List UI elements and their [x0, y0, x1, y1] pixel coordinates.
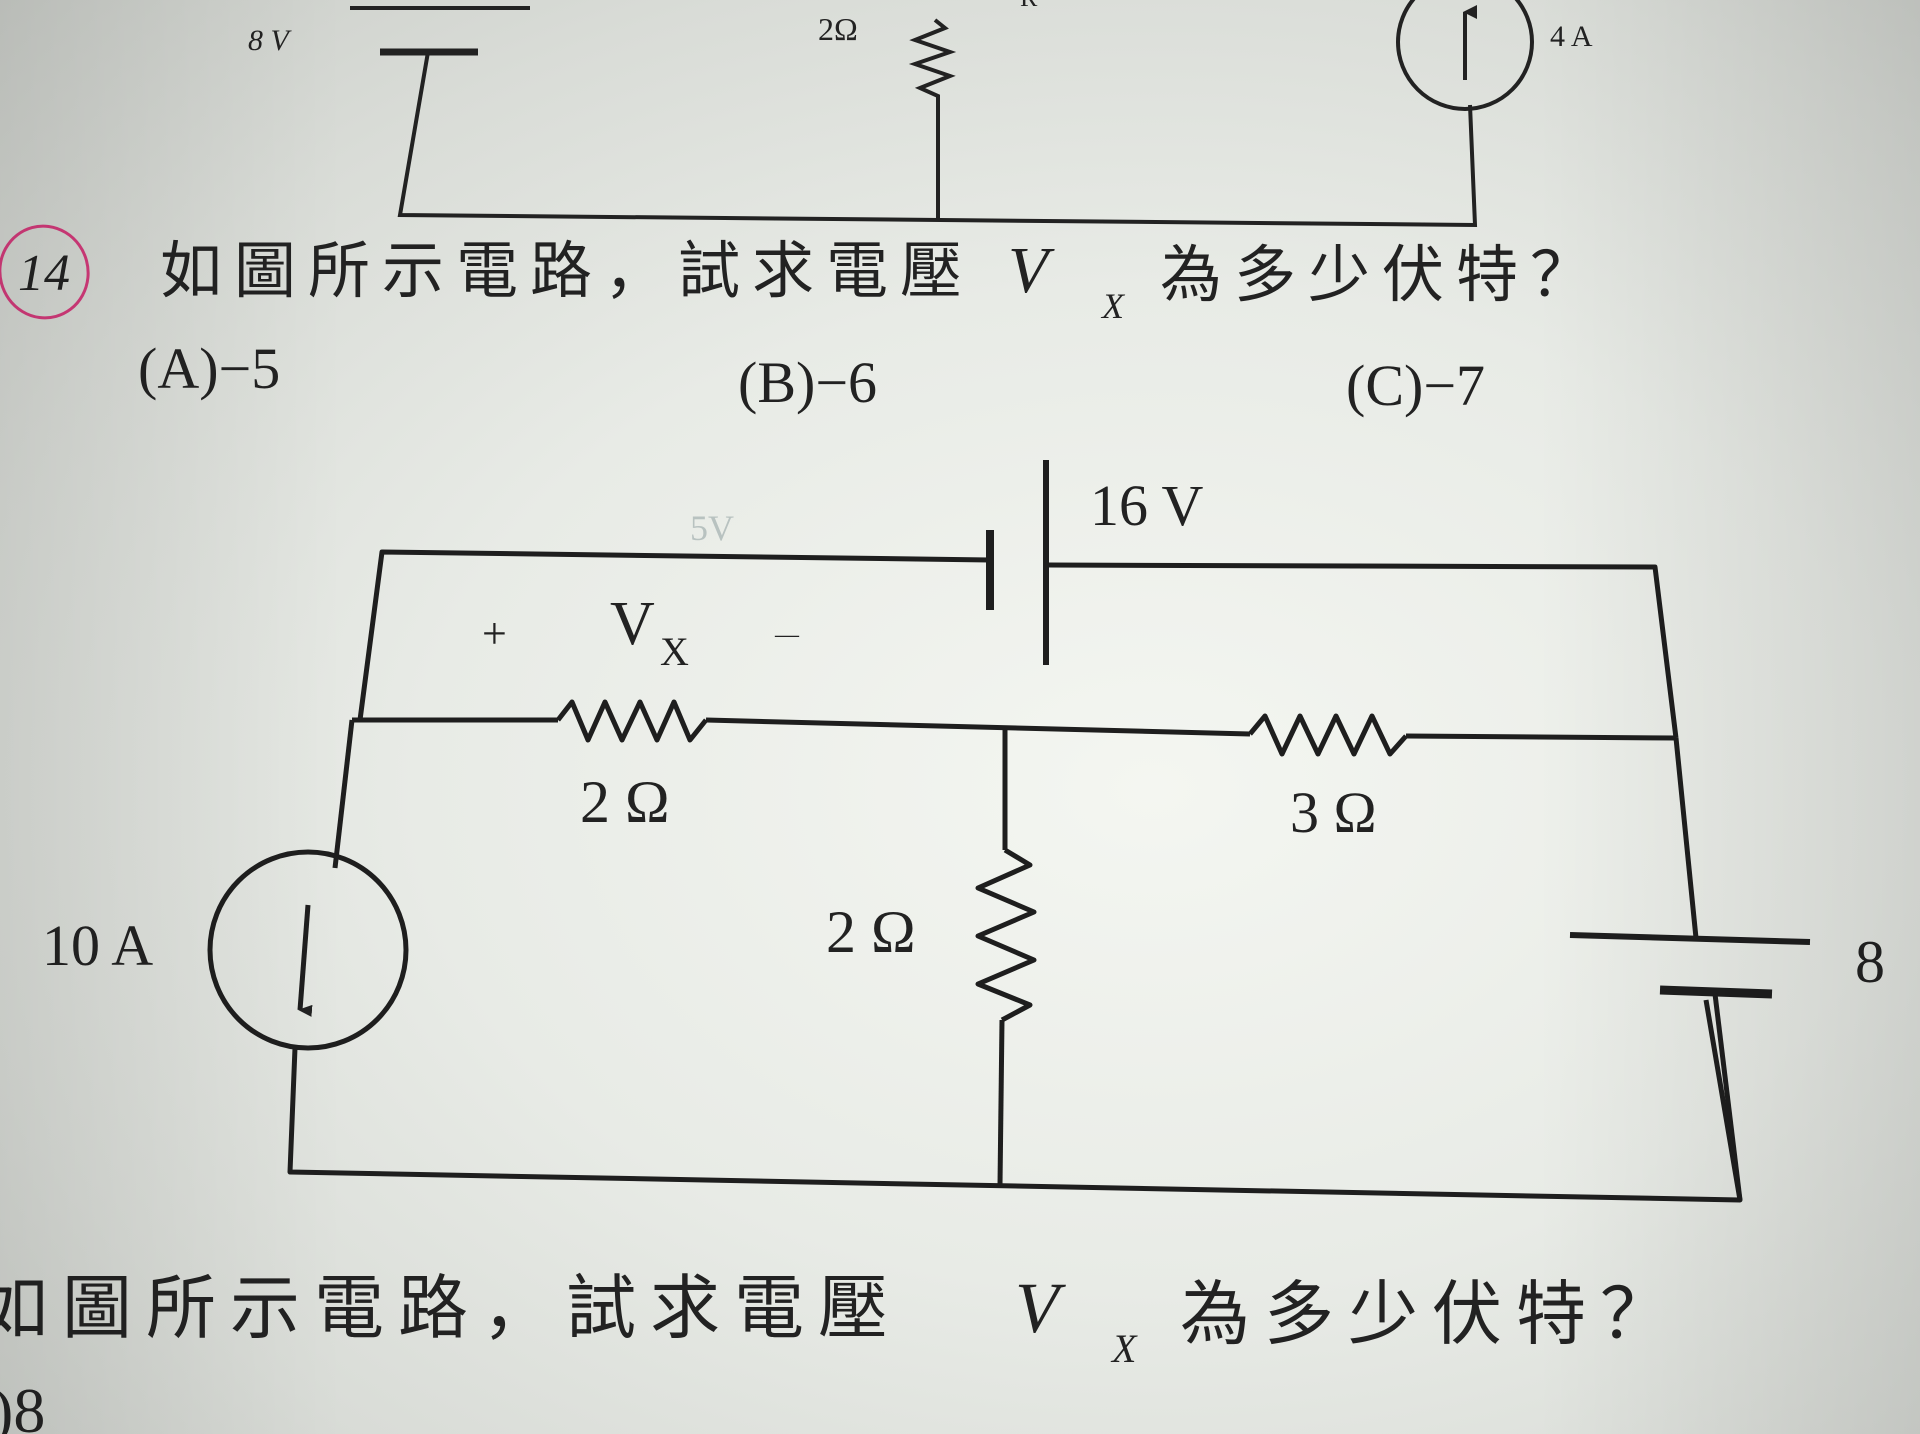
resistor-2ohm-left-label: 2 Ω — [580, 769, 670, 835]
left-upper-wire — [332, 719, 355, 869]
top-resistor-label: 2Ω — [818, 11, 858, 47]
right-lower-wire — [1712, 993, 1743, 1201]
vx-label-main: V — [610, 590, 655, 658]
resistor-2ohm-center-label: 2 Ω — [826, 899, 916, 965]
next-question-option-partial: )8 — [0, 1375, 45, 1434]
ghost-pencil-label: 5V — [690, 508, 734, 548]
middle-wire-center — [705, 717, 1251, 737]
next-question-var-sub: X — [1110, 1326, 1138, 1371]
vx-plus-sign: + — [482, 609, 507, 658]
current-source-arrow — [297, 904, 313, 1017]
center-lower-wire — [997, 1019, 1005, 1186]
option-b: (B)−6 — [738, 350, 877, 415]
question-var-sub: X — [1100, 286, 1126, 326]
vx-minus-sign: — — [774, 622, 800, 648]
top-current-source — [1396, 0, 1534, 111]
top-right-wire — [1047, 562, 1679, 739]
question-text-end: 為多少伏特？ — [1160, 238, 1604, 311]
option-a: (A)−5 — [138, 336, 280, 401]
battery-8v-long-plate — [1569, 932, 1811, 945]
current-source-10a — [207, 849, 409, 1051]
middle-wire-right — [1405, 733, 1677, 741]
top-resistor-name: R — [1020, 0, 1038, 12]
next-question-var-v: V — [1015, 1268, 1066, 1348]
top-resistor — [908, 18, 957, 220]
main-circuit — [207, 460, 1811, 1203]
battery-8v-label: 8 — [1855, 929, 1885, 995]
option-c: (C)−7 — [1346, 353, 1485, 418]
question-number: 14 — [18, 245, 70, 302]
current-source-label: 10 A — [42, 913, 153, 978]
top-circuit — [350, 0, 1534, 228]
top-current-label: 4 A — [1550, 20, 1593, 53]
bottom-wire — [287, 999, 1743, 1203]
next-question-text: 如圖所示電路，試求電壓 — [0, 1267, 902, 1349]
top-voltage-label: 8 V — [248, 24, 293, 57]
vx-label-sub: X — [660, 629, 689, 674]
next-question-text-end: 為多少伏特？ — [1180, 1273, 1684, 1355]
resistor-2ohm-left — [556, 699, 708, 743]
question-number-circle-mark — [0, 224, 90, 320]
right-upper-wire — [1673, 737, 1699, 939]
resistor-3ohm-label: 3 Ω — [1290, 780, 1377, 845]
battery-8v-short-plate — [1659, 985, 1773, 999]
top-left-wire — [357, 549, 991, 721]
resistor-3ohm — [1248, 713, 1408, 757]
question-var-v: V — [1008, 234, 1055, 307]
question-text: 如圖所示電路，試求電壓 — [160, 234, 974, 307]
battery-16v-label: 16 V — [1090, 473, 1203, 538]
resistor-2ohm-center — [975, 847, 1037, 1023]
